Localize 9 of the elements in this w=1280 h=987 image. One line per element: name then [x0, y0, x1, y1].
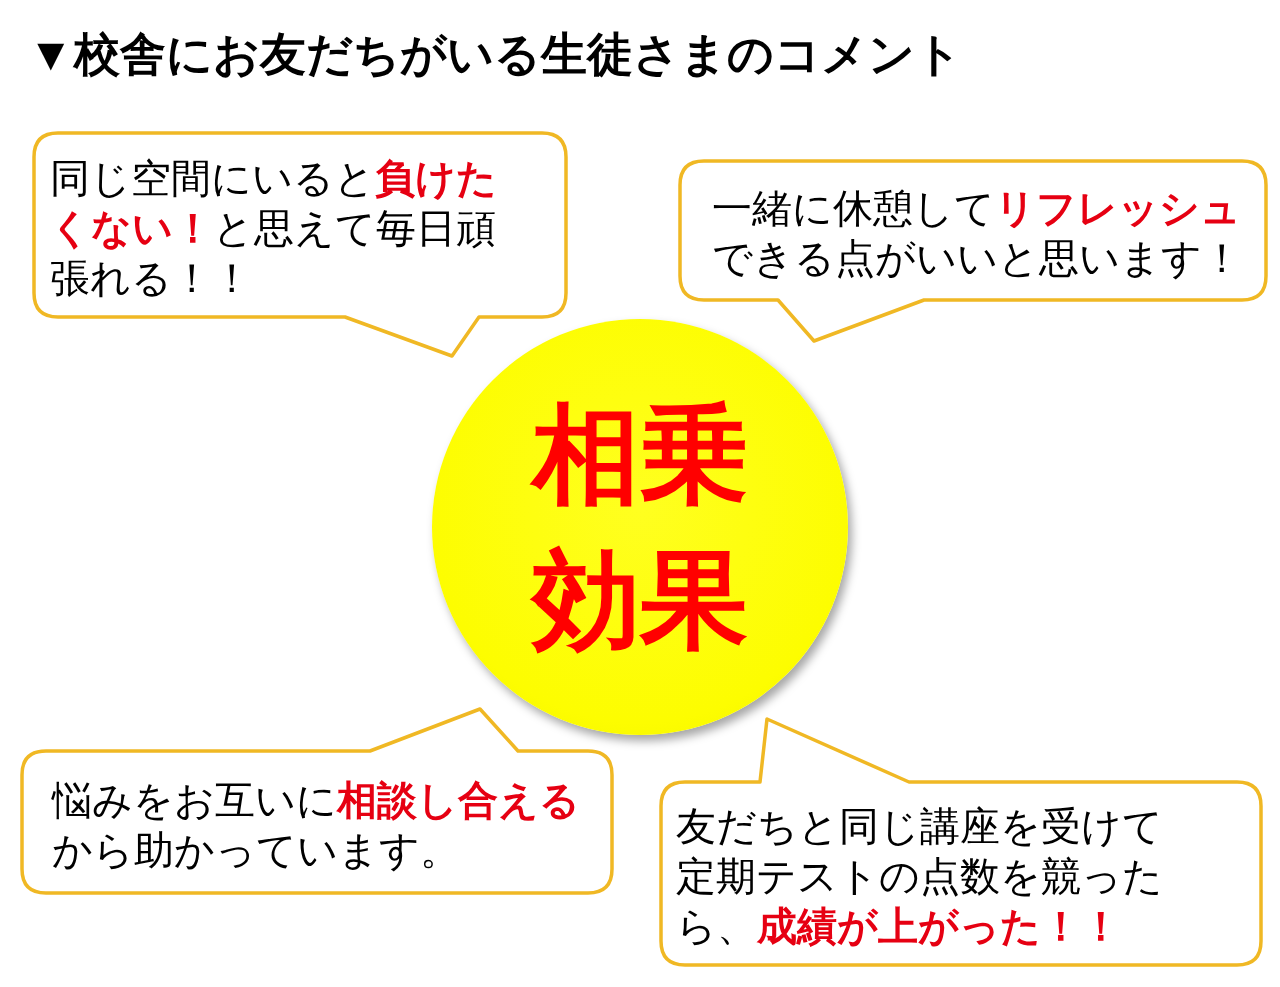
- speech-bubble: [659, 717, 1263, 967]
- comment-text: 悩みをお互いに相談し合えるから助かっています。: [52, 777, 581, 874]
- speech-bubble: [20, 707, 614, 895]
- comment-text: 友だちと同じ講座を受けて定期テストの点数を競ったら、成績が上がった！！: [676, 803, 1164, 950]
- speech-bubble: [678, 159, 1268, 343]
- speech-bubble: [32, 131, 568, 358]
- comment-text: 同じ空間にいると負けたくない！と思えて毎日頑張れる！！: [50, 155, 498, 302]
- page-title: ▼校舎にお友だちがいる生徒さまのコメント: [28, 27, 962, 82]
- comment-text: 一緒に休憩してリフレッシュできる点がいいと思います！: [712, 185, 1243, 282]
